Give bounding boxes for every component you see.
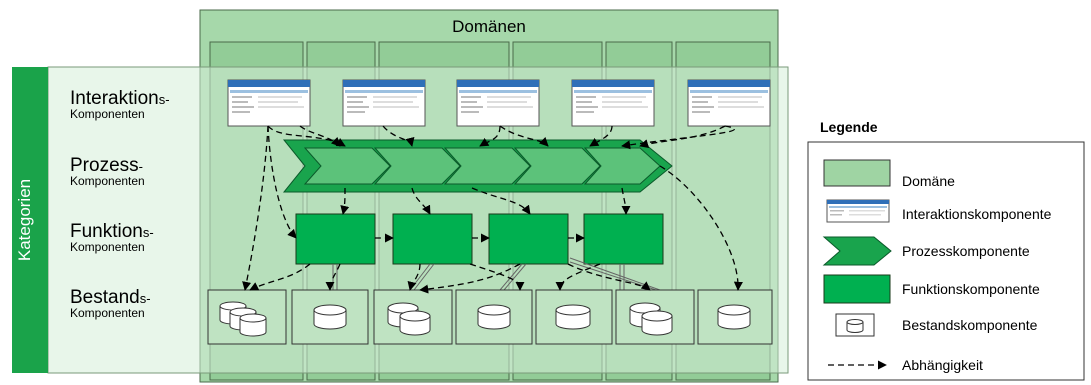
- legend-label-domain: Domäne: [902, 173, 955, 189]
- legend-domain-swatch: [823, 159, 891, 187]
- row-label-interaktion: Interaktions-: [70, 88, 170, 109]
- interaction-component: [571, 79, 655, 127]
- row-label-funktion: Funktions-: [70, 221, 154, 242]
- legend-label-dependency: Abhängigkeit: [902, 357, 983, 373]
- row-label-bestand: Bestands-: [70, 287, 151, 308]
- interaction-component: [687, 79, 771, 127]
- interaction-component: [342, 79, 426, 127]
- function-component: [295, 213, 376, 265]
- row-sub-funktion: Komponenten: [70, 240, 145, 254]
- function-components: [295, 213, 664, 265]
- function-component: [488, 213, 569, 265]
- legend-label-function: Funktionskomponente: [902, 281, 1040, 297]
- process-component: [373, 147, 461, 185]
- interaction-components: [227, 79, 771, 127]
- process-component: [443, 147, 531, 185]
- legend-label-process: Prozesskomponente: [902, 243, 1030, 259]
- row-labels: Interaktions- Komponenten Prozess- Kompo…: [70, 88, 170, 320]
- row-sub-interaktion: Komponenten: [70, 107, 145, 121]
- storage-component: [373, 289, 453, 345]
- dependency-arrows: [242, 125, 743, 294]
- legend: Legende Domäne Interaktionskomponente Pr…: [807, 119, 1085, 381]
- storage-component: [697, 289, 773, 345]
- legend-storage-swatch: [835, 313, 875, 337]
- storage-component: [455, 289, 533, 345]
- interaction-component: [227, 79, 311, 127]
- storage-component: [535, 289, 613, 345]
- interaction-component: [456, 79, 540, 127]
- category-label: Kategorien: [15, 179, 34, 261]
- row-sub-prozess: Komponenten: [70, 174, 145, 188]
- storage-component: [207, 289, 287, 345]
- legend-interaction-swatch: [826, 199, 890, 223]
- row-sub-bestand: Komponenten: [70, 306, 145, 320]
- storage-components: [207, 289, 773, 345]
- process-component: [513, 147, 601, 185]
- row-label-prozess: Prozess-: [70, 155, 143, 176]
- legend-title: Legende: [820, 119, 878, 135]
- legend-function-swatch: [823, 274, 891, 304]
- function-component: [392, 213, 473, 265]
- domains-title: Domänen: [452, 17, 526, 36]
- legend-label-interaction: Interaktionskomponente: [902, 206, 1052, 222]
- function-component: [583, 213, 664, 265]
- legend-process-swatch: [822, 236, 892, 266]
- process-component: [303, 147, 391, 185]
- storage-component: [615, 289, 695, 345]
- category-tab: [12, 67, 48, 373]
- process-components: [282, 139, 673, 193]
- storage-component: [291, 289, 369, 345]
- legend-label-storage: Bestandskomponente: [902, 317, 1038, 333]
